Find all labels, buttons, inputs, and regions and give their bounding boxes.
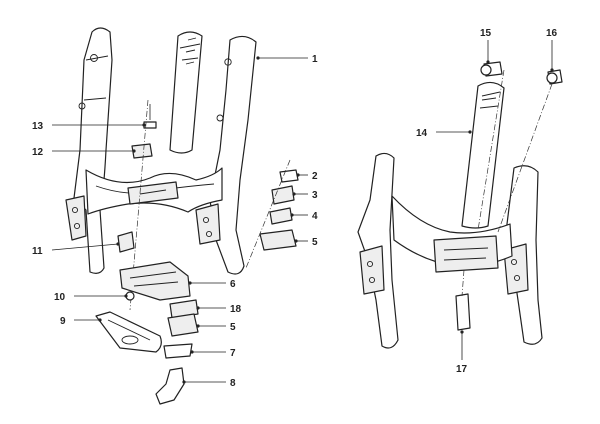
callout-5-upper: 5	[312, 237, 318, 248]
left-exploded-assembly	[65, 27, 299, 405]
callout-2: 2	[312, 171, 318, 182]
callout-9: 9	[60, 316, 66, 327]
plate-9	[95, 311, 162, 353]
callout-10: 10	[54, 292, 66, 303]
callout-18: 18	[230, 304, 242, 315]
frame-center-tube	[169, 31, 203, 154]
right-assembled-assembly	[357, 61, 563, 349]
callout-4: 4	[312, 211, 318, 222]
callout-17: 17	[456, 364, 468, 375]
bolt-17	[455, 293, 471, 331]
callout-8: 8	[230, 378, 236, 389]
callout-13: 13	[32, 121, 44, 132]
callout-5-lower: 5	[230, 322, 236, 333]
assembled-center-tube	[461, 81, 505, 229]
callout-3: 3	[312, 190, 318, 201]
callout-15: 15	[480, 28, 492, 39]
callout-1: 1	[312, 54, 318, 65]
frame-right-arm	[209, 35, 257, 275]
bolt-8	[155, 367, 185, 405]
brake-lever-6	[119, 261, 191, 301]
callout-14: 14	[416, 128, 428, 139]
callout-6: 6	[230, 279, 236, 290]
callouts: 1 2 3 4 5 6 18 5 7 8	[32, 28, 558, 389]
callout-7: 7	[230, 348, 236, 359]
callout-16: 16	[546, 28, 558, 39]
callout-11: 11	[32, 246, 43, 257]
callout-12: 12	[32, 147, 44, 158]
